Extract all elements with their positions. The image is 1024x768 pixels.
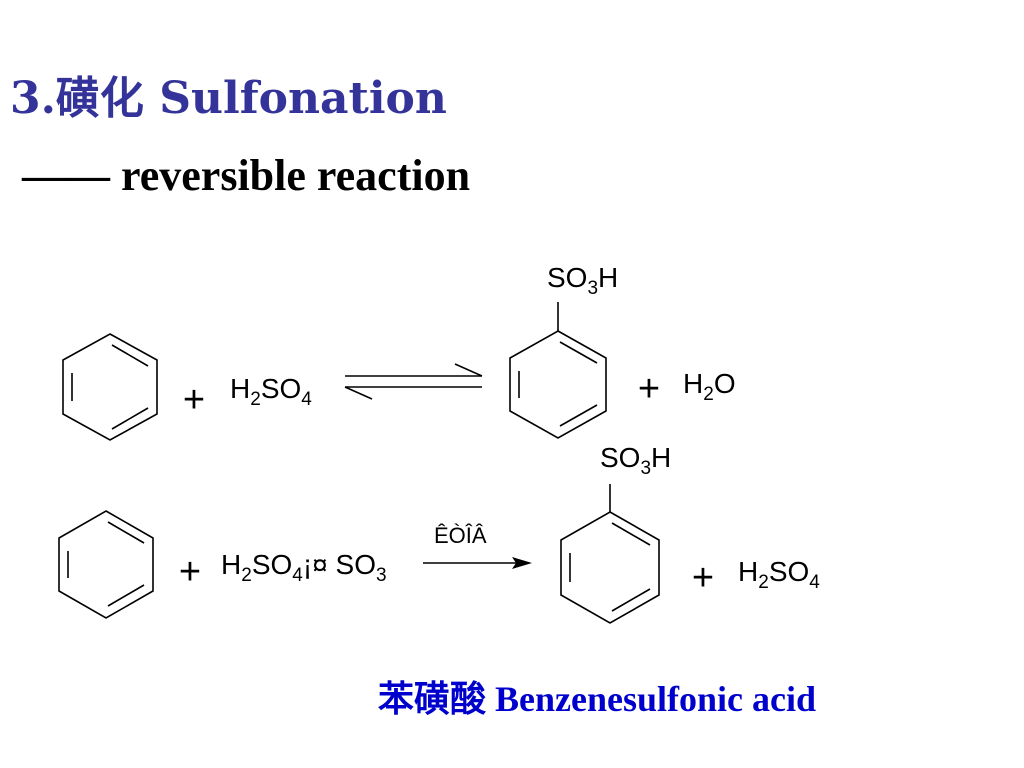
forward-arrow-head [512,557,532,569]
plus-sign: + [179,551,201,593]
product-caption: 苯磺酸 Benzenesulfonic acid [378,679,816,719]
benzene-structure-1 [62,333,158,441]
sulfuric-acid-byproduct-formula: H2SO4 [738,556,820,593]
benzenesulfonic-acid-structure-2 [560,484,660,624]
water-formula: H2O [683,368,736,405]
slide-subtitle: —— reversible reaction [22,151,471,200]
equilibrium-arrow [344,363,483,400]
plus-sign: + [183,379,205,421]
oleum-formula: H2SO4¡¤ SO3 [221,549,387,586]
sulfonic-group-label: SO3H [600,442,671,479]
sulfuric-acid-formula: H2SO4 [230,373,312,410]
plus-sign: + [638,368,660,410]
plus-sign: + [692,557,714,599]
slide-title: 3.磺化 Sulfonation [10,73,447,124]
reaction-condition: ÊÒÎÂ [434,523,487,548]
benzenesulfonic-acid-structure-1 [509,302,607,439]
benzene-structure-2 [58,510,154,619]
sulfonic-group-label: SO3H [547,262,618,299]
